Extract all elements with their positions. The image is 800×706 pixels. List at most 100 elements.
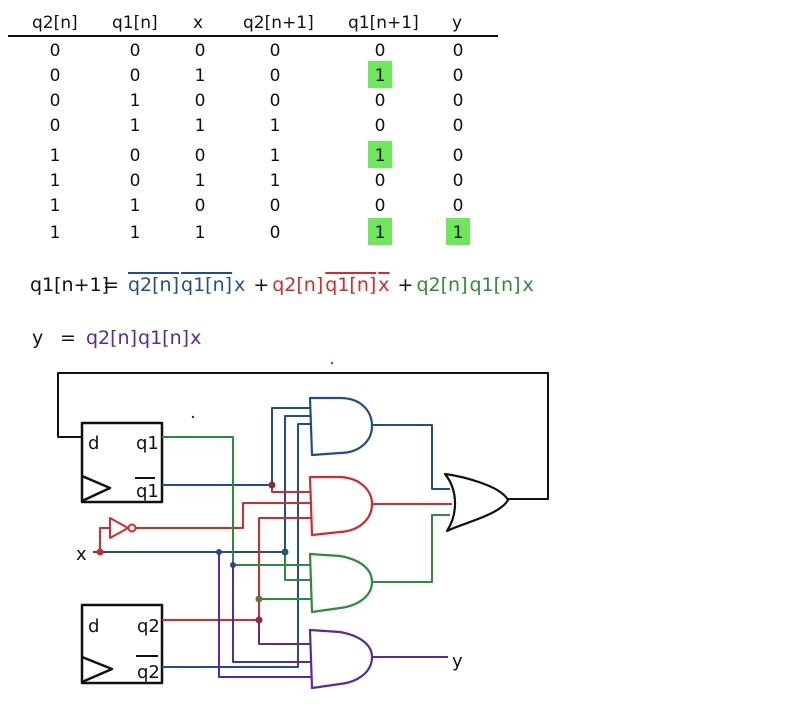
flipflop-1-d-label: d xyxy=(88,433,99,454)
table-cell: 1 xyxy=(195,171,206,191)
stray-dot xyxy=(330,361,334,365)
equation-q1-next: q1[n+1] = q2[n]q1[n]x+q2[n]q1[n]x+q2[n]q… xyxy=(30,272,534,296)
blue-wires xyxy=(93,407,450,668)
clock-triangle-icon xyxy=(81,655,114,684)
table-cell: 0 xyxy=(50,91,61,111)
table-cell: 0 xyxy=(50,66,61,86)
table-cell: 1 xyxy=(453,223,464,243)
green-wires xyxy=(162,436,450,600)
and-gate-4 xyxy=(308,628,374,690)
equation-factor: x xyxy=(234,274,245,296)
table-cell: 1 xyxy=(130,91,141,111)
wire-and2-in1 xyxy=(271,485,312,493)
and-gate-1 xyxy=(308,396,374,457)
column-header: x xyxy=(193,13,203,33)
wire-q1-and3-in1 xyxy=(162,436,312,566)
wire-and1-out xyxy=(372,424,450,490)
column-header: y xyxy=(452,13,462,33)
table-cell: 0 xyxy=(270,196,281,216)
table-cell: 0 xyxy=(130,41,141,61)
flipflop-2-q-label: q2 xyxy=(137,616,160,637)
junction-dot xyxy=(255,616,263,624)
equation-y: y = q2[n]q1[n]x xyxy=(32,327,201,349)
table-cell: 1 xyxy=(270,146,281,166)
wire-and1-in3 xyxy=(162,423,312,668)
table-cell: 1 xyxy=(270,116,281,136)
table-cell: 1 xyxy=(195,116,206,136)
equation-plus: + xyxy=(398,274,414,296)
equation-factor: x xyxy=(378,274,389,296)
flipflop-2: d q2 q2 xyxy=(80,603,164,685)
table-cell: 1 xyxy=(375,146,386,166)
column-header: q2[n+1] xyxy=(243,13,314,33)
table-cell: 0 xyxy=(50,41,61,61)
output-y-label: y xyxy=(452,651,463,672)
table-cell: 1 xyxy=(375,223,386,243)
table-cell: 1 xyxy=(195,66,206,86)
junction-dot xyxy=(230,562,236,568)
equation-factor: q1[n] xyxy=(181,274,232,296)
table-cell: 0 xyxy=(453,91,464,111)
flipflop-1-box xyxy=(80,421,164,504)
table-cell: 0 xyxy=(270,223,281,243)
table-cell: 0 xyxy=(453,116,464,136)
table-cell: 0 xyxy=(270,91,281,111)
junction-dot xyxy=(268,481,276,489)
wire-and2-in3 xyxy=(258,517,312,620)
table-cell: 1 xyxy=(270,171,281,191)
flipflop-2-qbar-label: q2 xyxy=(137,662,160,683)
table-cell: 0 xyxy=(130,171,141,191)
table-cell: 0 xyxy=(195,196,206,216)
table-cell: 1 xyxy=(50,146,61,166)
stray-dot xyxy=(191,415,195,419)
equation-equals: = xyxy=(103,274,119,296)
table-cell: 0 xyxy=(375,41,386,61)
table-cell: 0 xyxy=(453,171,464,191)
feedback-wire xyxy=(57,372,549,500)
highlight-layer xyxy=(368,61,470,245)
table-cell: 0 xyxy=(195,41,206,61)
purple-wires xyxy=(218,552,448,678)
inverter-icon xyxy=(109,517,129,539)
wire-and3-out xyxy=(372,514,450,583)
table-cell: 0 xyxy=(130,66,141,86)
cell-highlight xyxy=(368,61,392,88)
and-gate-2 xyxy=(308,475,374,537)
wire-inverter-in xyxy=(99,527,110,552)
table-cell: 0 xyxy=(195,146,206,166)
clock-triangle-icon xyxy=(81,474,112,503)
flipflop-1-qbar-label: q1 xyxy=(136,481,159,502)
cell-highlight xyxy=(368,141,392,168)
equation-lhs: y xyxy=(32,327,43,349)
table-cell: 0 xyxy=(453,66,464,86)
wire-and4-in3 xyxy=(218,552,312,678)
circuit: d q1 q1 d q2 q2 x xyxy=(57,372,549,690)
table-cell: 1 xyxy=(50,171,61,191)
table-cell: 1 xyxy=(130,196,141,216)
equation-factor: q1[n] xyxy=(325,274,376,296)
table-cell: 1 xyxy=(195,223,206,243)
table-cell: 0 xyxy=(453,41,464,61)
wire-and4-in2 xyxy=(232,565,312,663)
column-header: q1[n] xyxy=(112,13,158,33)
junctions xyxy=(96,481,289,624)
flipflop-2-box xyxy=(80,603,164,685)
table-cell: 0 xyxy=(375,116,386,136)
and-gate-3 xyxy=(308,552,374,614)
table-cell: 1 xyxy=(130,116,141,136)
table-cell: 0 xyxy=(130,146,141,166)
flipflop-1: d q1 q1 xyxy=(80,421,164,504)
junction-dot xyxy=(281,548,289,556)
equation-factor: q2[n] xyxy=(416,274,467,296)
